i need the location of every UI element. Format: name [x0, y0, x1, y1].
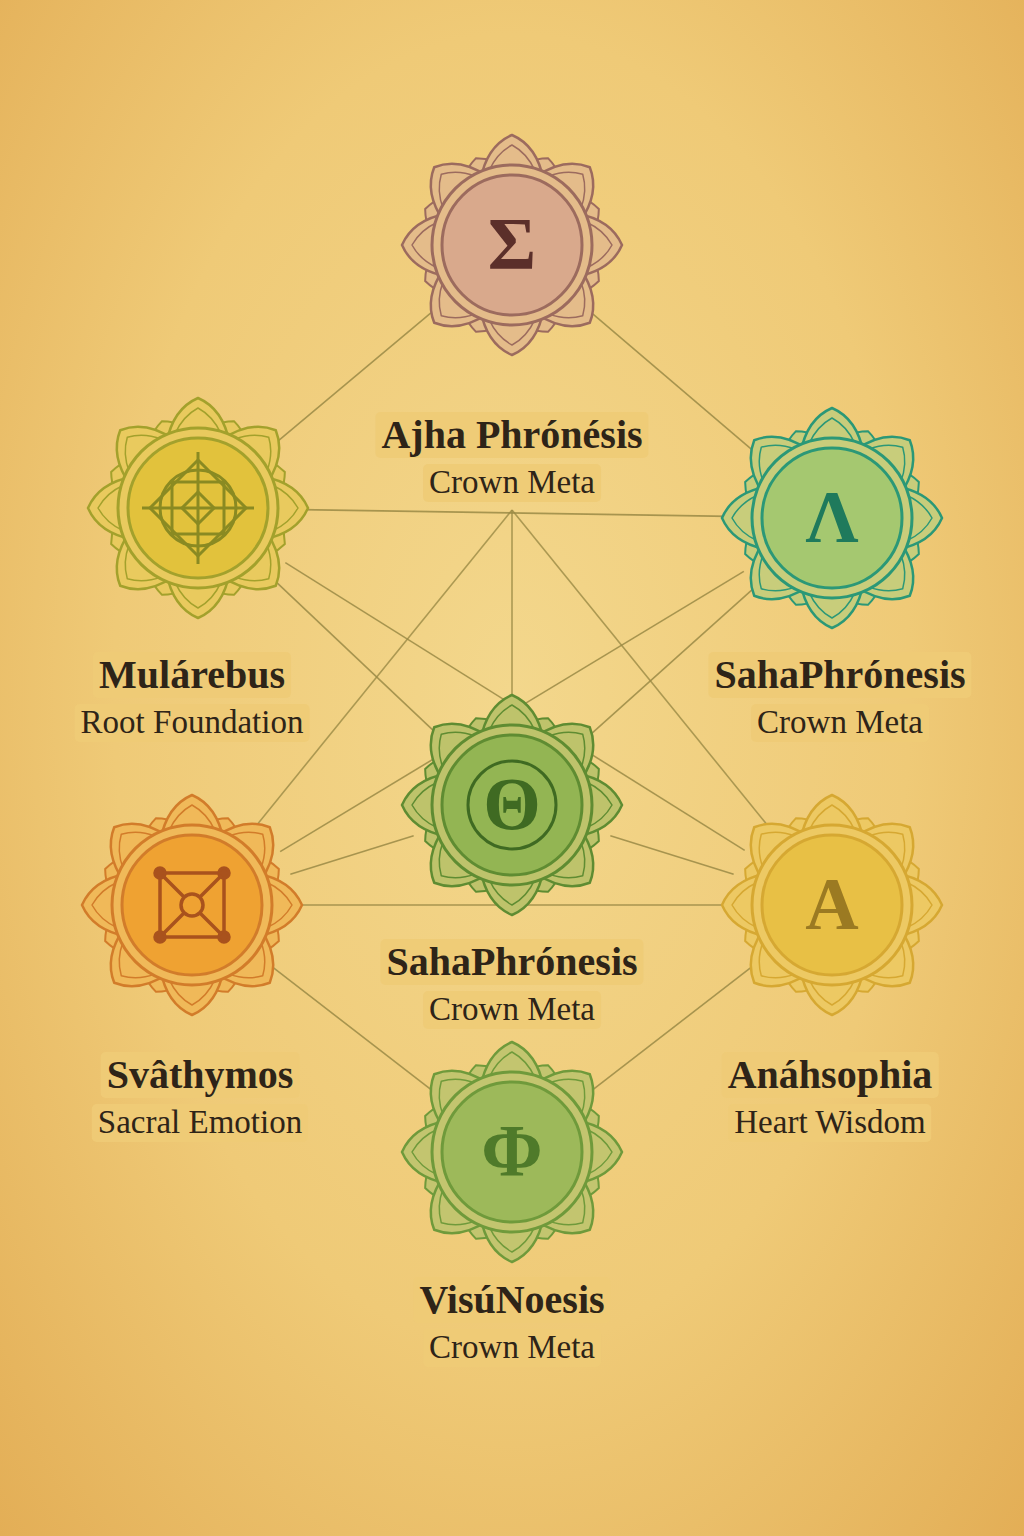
- glyph-letter: Λ: [805, 475, 858, 560]
- node-subtitle: Sacral Emotion: [92, 1104, 308, 1142]
- lotus-node: ΛSahaPhrónesisCrown Meta: [720, 406, 944, 630]
- node-subtitle: Crown Meta: [751, 704, 929, 742]
- connector-line: [610, 836, 733, 875]
- lotus-outline: [80, 793, 304, 1017]
- node-subtitle: Crown Meta: [423, 991, 601, 1029]
- connector-line: [301, 510, 729, 517]
- lotus-node: ΘSahaPhrónesisCrown Meta: [400, 693, 624, 917]
- node-subtitle: Crown Meta: [423, 464, 601, 502]
- lotus-node: ΦVisúNoesisCrown Meta: [400, 1040, 624, 1264]
- connector-line: [290, 836, 413, 875]
- node-subtitle: Heart Wisdom: [728, 1104, 931, 1142]
- node-name: Ajha Phrónésis: [375, 412, 648, 458]
- glyph-letter: Σ: [488, 202, 536, 287]
- node-subtitle: Crown Meta: [423, 1329, 601, 1367]
- lotus-node: AAnáhsophiaHeart Wisdom: [720, 793, 944, 1017]
- connector-line: [280, 571, 744, 851]
- glyph-letter: Θ: [483, 762, 541, 847]
- node-name: Svâthymos: [101, 1052, 300, 1098]
- node-name: Anáhsophia: [722, 1052, 939, 1098]
- glyph-letter: Φ: [481, 1109, 542, 1194]
- lotus-outline: [86, 396, 310, 620]
- lotus-node: SvâthymosSacral Emotion: [80, 793, 304, 1017]
- lotus-node: ΣAjha PhrónésisCrown Meta: [400, 133, 624, 357]
- node-name: SahaPhrónesis: [380, 939, 643, 985]
- node-subtitle: Root Foundation: [75, 704, 310, 742]
- node-name: VisúNoesis: [413, 1277, 610, 1323]
- glyph-letter: A: [805, 862, 858, 947]
- lotus-node: MulárebusRoot Foundation: [86, 396, 310, 620]
- node-name: SahaPhrónesis: [708, 652, 971, 698]
- node-name: Mulárebus: [93, 652, 291, 698]
